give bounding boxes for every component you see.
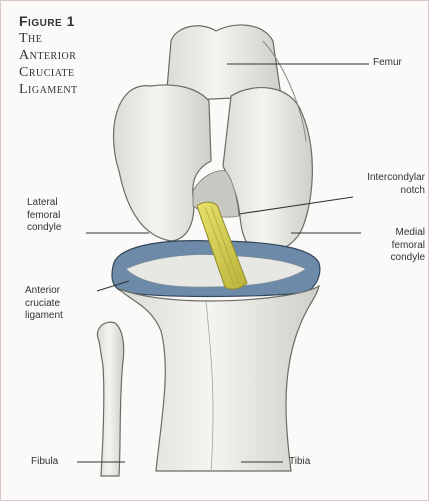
title-line-1: The bbox=[19, 30, 78, 47]
title-line-3: Cruciate bbox=[19, 64, 78, 81]
figure-heading: Figure 1 bbox=[19, 13, 78, 30]
label-anterior-cruciate-ligament: Anterior cruciate ligament bbox=[25, 285, 63, 323]
label-femur: Femur bbox=[373, 57, 402, 70]
label-fibula: Fibula bbox=[31, 456, 58, 469]
label-intercondylar-notch: Intercondylar notch bbox=[337, 172, 425, 197]
title-line-2: Anterior bbox=[19, 47, 78, 64]
lateral-condyle-shape bbox=[114, 85, 211, 241]
label-tibia: Tibia bbox=[289, 456, 310, 469]
tibia-shape bbox=[119, 286, 319, 471]
label-lateral-femoral-condyle: Lateral femoral condyle bbox=[27, 197, 61, 235]
medial-condyle-shape bbox=[223, 88, 312, 253]
title-line-4: Ligament bbox=[19, 81, 78, 98]
fibula-shape bbox=[97, 322, 123, 476]
figure-title: Figure 1 The Anterior Cruciate Ligament bbox=[19, 13, 78, 98]
label-medial-femoral-condyle: Medial femoral condyle bbox=[357, 227, 425, 265]
